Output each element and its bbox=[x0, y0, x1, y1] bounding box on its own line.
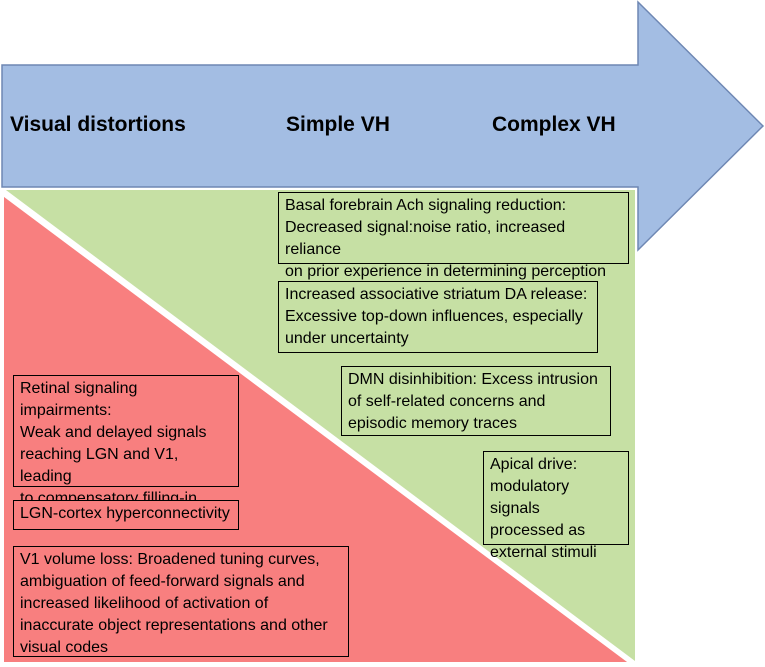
stage-label-simple-vh: Simple VH bbox=[286, 113, 390, 136]
progression-arrow bbox=[1, 0, 765, 252]
box-basal-forebrain-ach: Basal forebrain Ach signaling reduction:… bbox=[278, 192, 629, 280]
box-lgn-cortex: LGN-cortex hyperconnectivity bbox=[13, 500, 239, 530]
stage-label-complex-vh: Complex VH bbox=[492, 113, 616, 136]
box-dmn-disinhibition: DMN disinhibition: Excess intrusion of s… bbox=[341, 366, 611, 436]
box-retinal-signaling: Retinal signaling impairments: Weak and … bbox=[13, 375, 239, 529]
box-v1-volume-loss: V1 volume loss: Broadened tuning curves,… bbox=[13, 546, 349, 657]
stage-label-visual-distortions: Visual distortions bbox=[10, 113, 186, 136]
box-striatum-da-release: Increased associative striatum DA releas… bbox=[278, 281, 598, 353]
box-apical-drive: Apical drive: modulatory signals process… bbox=[483, 451, 629, 561]
